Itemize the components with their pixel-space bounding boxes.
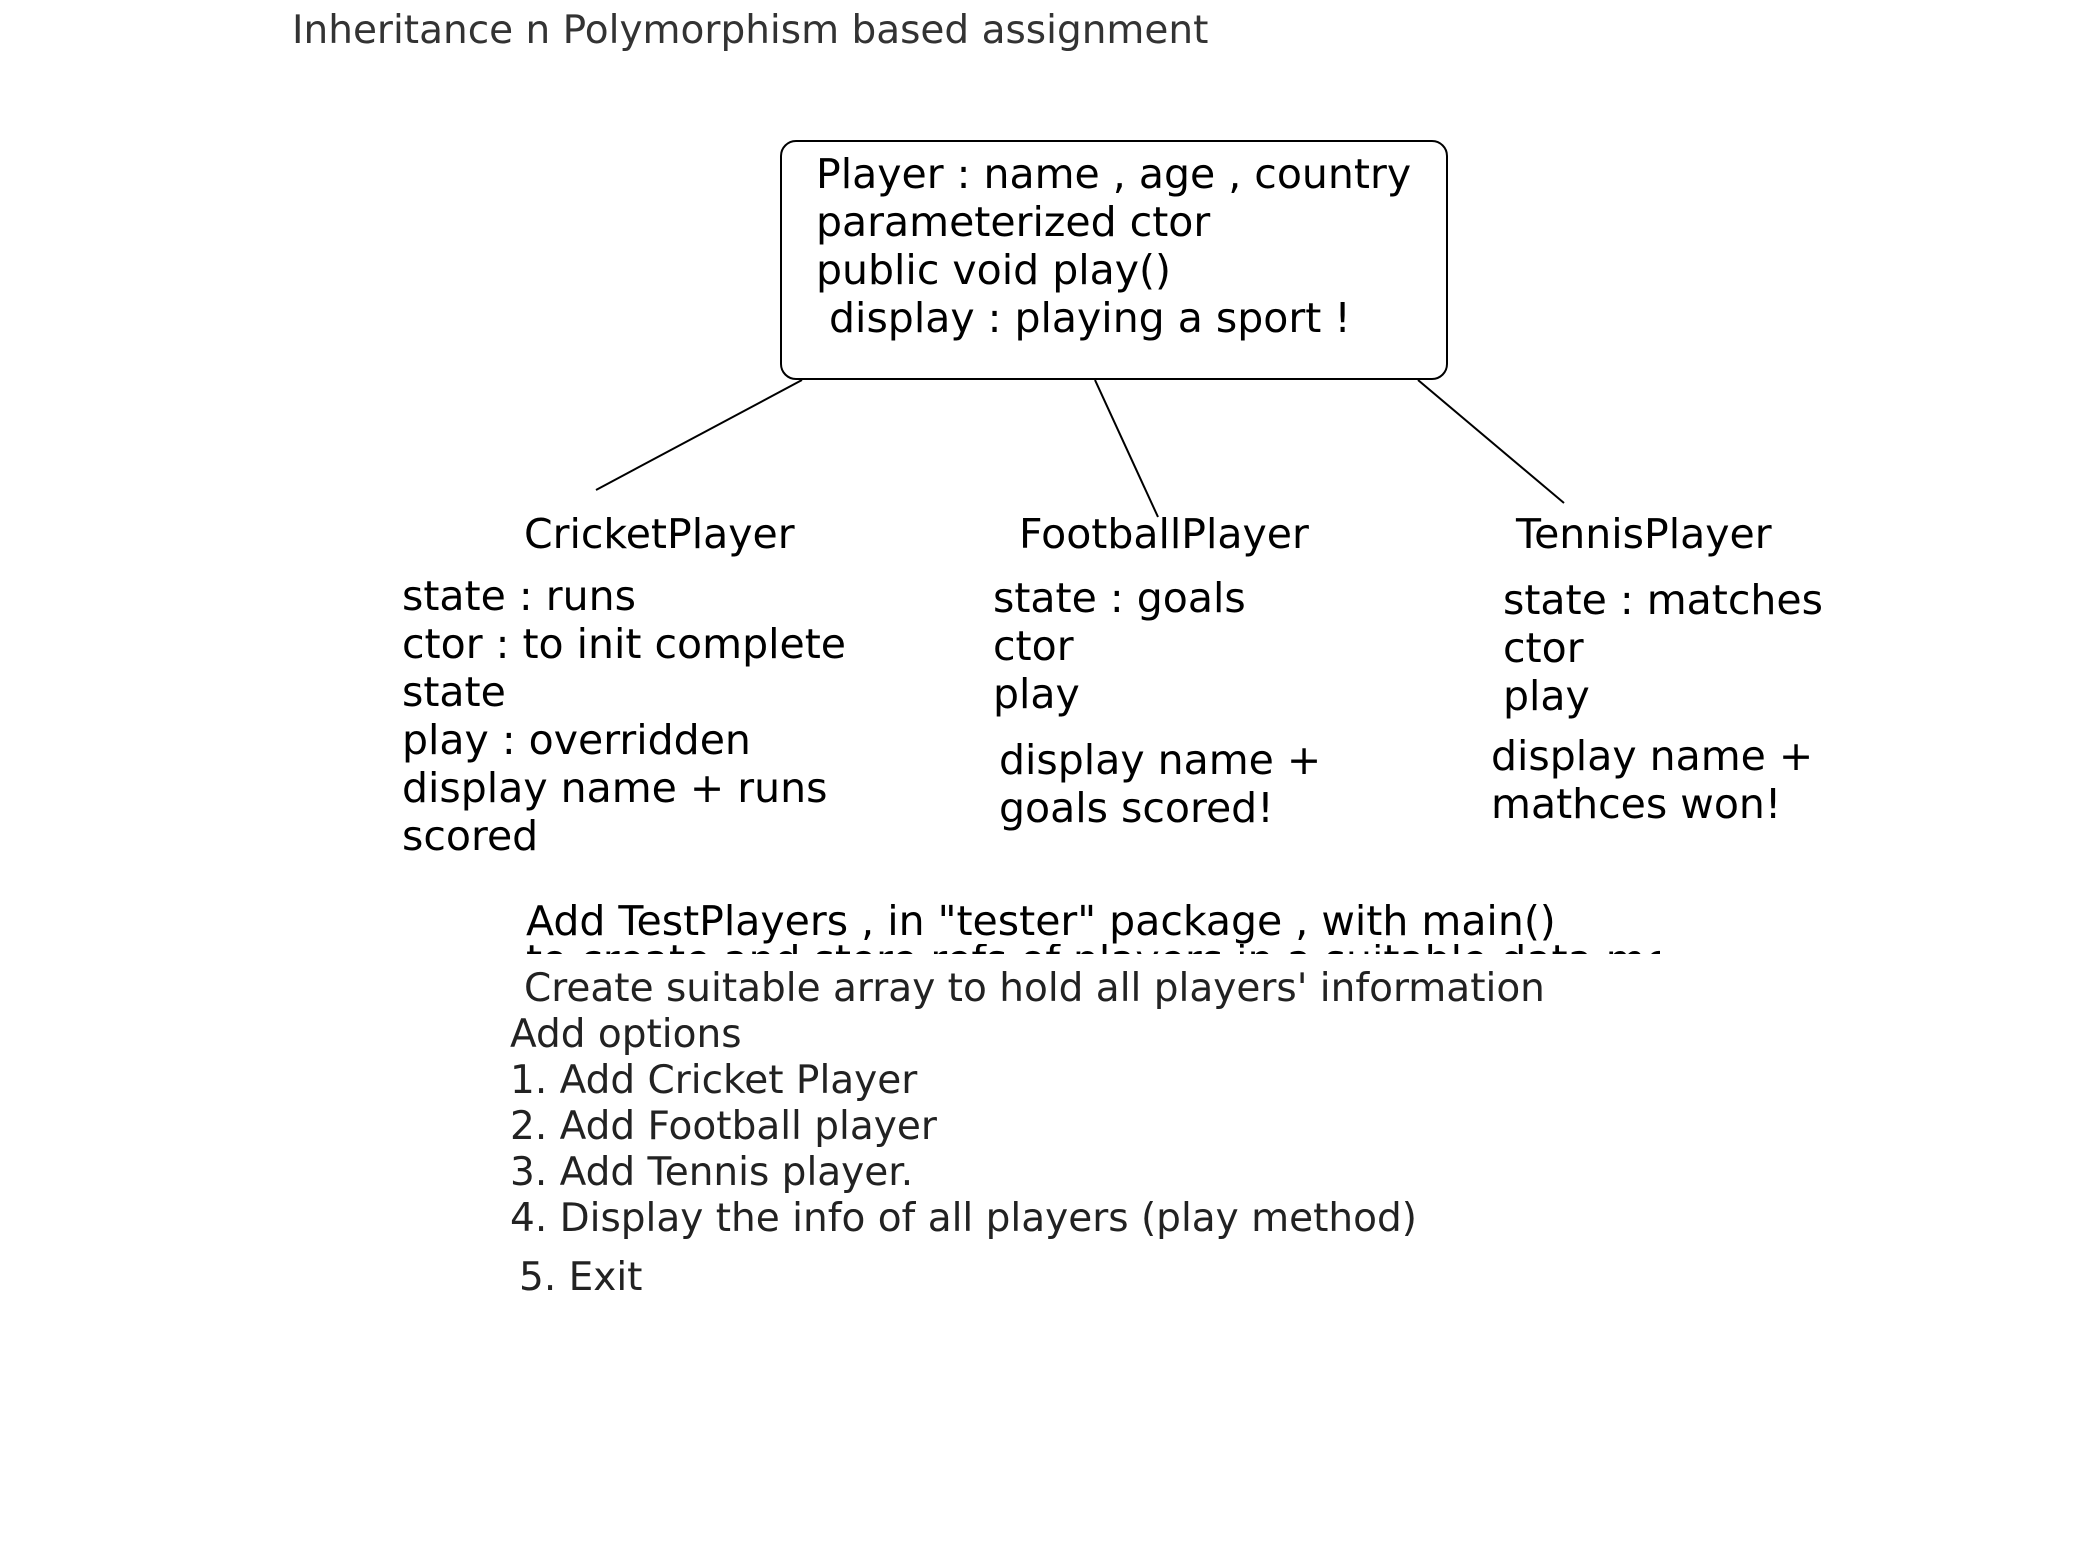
cricket-ctor: ctor : to init complete bbox=[402, 620, 847, 668]
tennis-play: play bbox=[1503, 672, 1590, 720]
cricket-ctor-cont: state bbox=[402, 668, 506, 716]
menu-option-1: 1. Add Cricket Player bbox=[510, 1058, 918, 1103]
cricket-player-title: CricketPlayer bbox=[524, 510, 795, 558]
cricket-display-cont: scored bbox=[402, 812, 539, 860]
tester-clipped-line: to create and store refs of players in a… bbox=[520, 944, 1660, 954]
football-state: state : goals bbox=[993, 574, 1246, 622]
connector-tennis bbox=[1417, 379, 1565, 504]
instruction-array: Create suitable array to hold all player… bbox=[524, 966, 1545, 1011]
player-play-method: public void play() bbox=[816, 246, 1171, 294]
tester-clipped-text: to create and store refs of players in a… bbox=[526, 944, 1660, 954]
football-ctor: ctor bbox=[993, 622, 1074, 670]
player-fields: Player : name , age , country bbox=[816, 150, 1412, 198]
football-player-title: FootballPlayer bbox=[1019, 510, 1309, 558]
cricket-play: play : overridden bbox=[402, 716, 751, 764]
tennis-ctor: ctor bbox=[1503, 624, 1584, 672]
player-display: display : playing a sport ! bbox=[816, 294, 1351, 342]
football-display: display name + bbox=[999, 736, 1322, 784]
page-title: Inheritance n Polymorphism based assignm… bbox=[292, 8, 1209, 53]
tennis-display: display name + bbox=[1491, 732, 1814, 780]
tennis-state: state : matches bbox=[1503, 576, 1823, 624]
football-display-cont: goals scored! bbox=[999, 784, 1274, 832]
connector-cricket bbox=[595, 379, 803, 491]
tennis-player-title: TennisPlayer bbox=[1516, 510, 1772, 558]
instruction-add-options: Add options bbox=[510, 1012, 742, 1057]
connector-football bbox=[1094, 379, 1159, 518]
tester-heading: Add TestPlayers , in "tester" package , … bbox=[526, 897, 1556, 945]
player-ctor: parameterized ctor bbox=[816, 198, 1211, 246]
menu-option-3: 3. Add Tennis player. bbox=[510, 1150, 914, 1195]
tennis-display-cont: mathces won! bbox=[1491, 780, 1782, 828]
menu-option-5: 5. Exit bbox=[519, 1255, 643, 1300]
cricket-display: display name + runs bbox=[402, 764, 828, 812]
menu-option-4: 4. Display the info of all players (play… bbox=[510, 1196, 1417, 1241]
menu-option-2: 2. Add Football player bbox=[510, 1104, 937, 1149]
cricket-state: state : runs bbox=[402, 572, 636, 620]
player-class-box: Player : name , age , country parameteri… bbox=[780, 140, 1448, 380]
football-play: play bbox=[993, 670, 1080, 718]
